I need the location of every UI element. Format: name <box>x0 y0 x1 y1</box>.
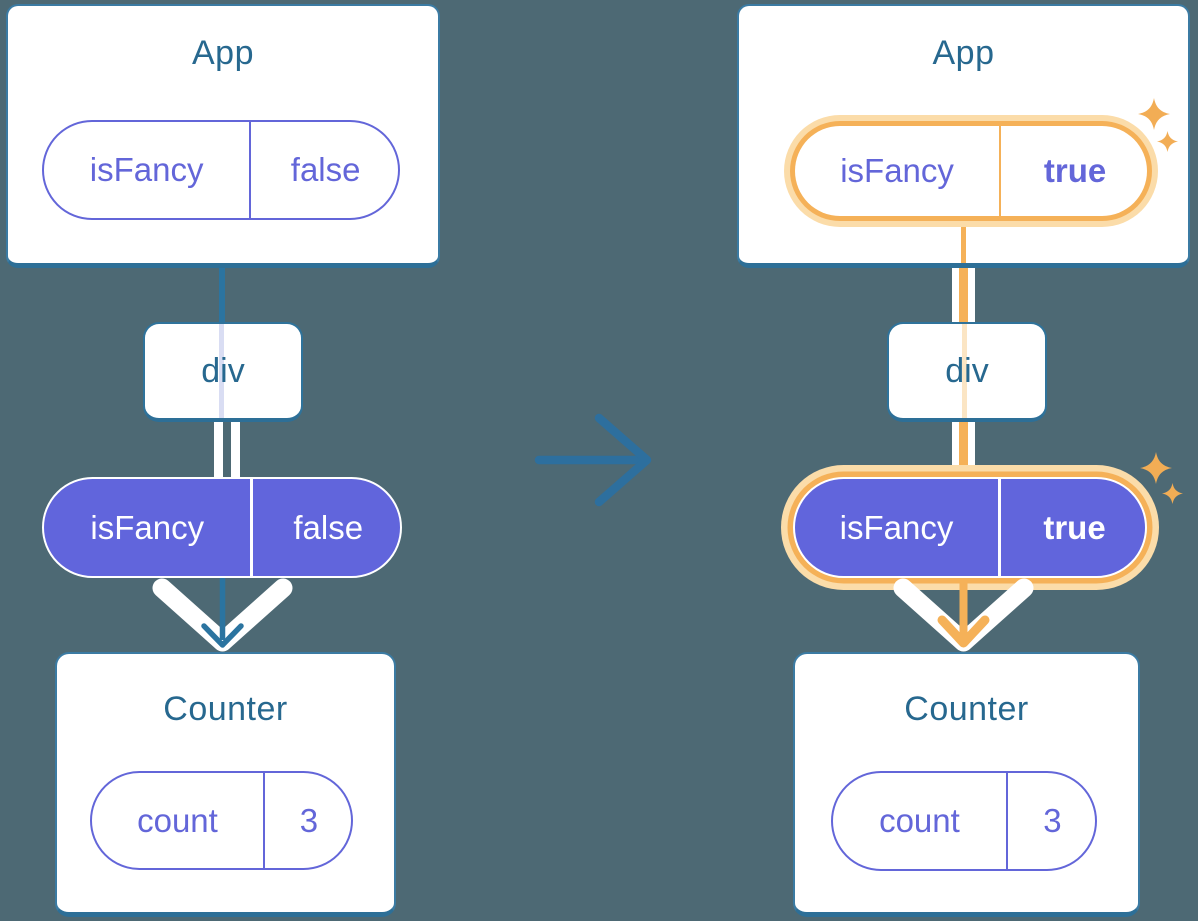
app-card: App isFancy true <box>737 4 1190 268</box>
app-card: App isFancy false <box>6 4 440 268</box>
state-name: count <box>137 801 218 839</box>
app-prop-pill: isFancy false <box>42 120 400 220</box>
prop-value: false <box>250 479 403 576</box>
counter-title: Counter <box>163 690 288 728</box>
prop-pass-through-line <box>219 324 224 418</box>
counter-state-pill: count 3 <box>831 771 1097 871</box>
connector-prop-to-card-edge <box>961 227 966 263</box>
connector-div-to-prop <box>952 421 975 478</box>
transition-right-arrow-icon <box>534 413 652 507</box>
passed-prop-pill: isFancy false <box>42 477 402 578</box>
state-value: 3 <box>262 773 353 868</box>
app-prop-pill-highlighted: isFancy true <box>795 126 1147 216</box>
down-arrow-icon <box>893 578 1034 652</box>
div-node: div <box>143 322 303 422</box>
sparkle-icon <box>1140 452 1172 484</box>
prop-value: false <box>249 122 400 218</box>
counter-card: Counter count 3 <box>793 652 1140 917</box>
prop-value: true <box>998 479 1148 576</box>
prop-name: isFancy <box>89 151 204 188</box>
prop-pass-through-line <box>962 324 967 418</box>
prop-value: true <box>999 126 1149 216</box>
prop-name: isFancy <box>839 508 954 546</box>
state-value: 3 <box>1005 773 1097 869</box>
div-label: div <box>201 351 245 390</box>
prop-name: isFancy <box>90 508 205 546</box>
passed-prop-pill-highlighted: isFancy true <box>793 477 1147 578</box>
down-arrow-icon <box>152 578 293 652</box>
state-name: count <box>879 802 960 839</box>
sparkle-icon <box>1162 483 1183 504</box>
div-label: div <box>945 351 989 390</box>
sparkle-icon <box>1138 98 1170 130</box>
prop-name: isFancy <box>840 152 954 189</box>
div-node: div <box>887 322 1047 422</box>
counter-state-pill: count 3 <box>90 771 353 870</box>
app-title: App <box>932 34 995 72</box>
counter-title: Counter <box>904 690 1029 728</box>
sparkle-icon <box>1157 131 1178 152</box>
connector-app-to-div <box>219 268 225 323</box>
connector-div-to-prop <box>214 421 240 478</box>
counter-card: Counter count 3 <box>55 652 396 917</box>
app-title: App <box>192 34 254 72</box>
connector-app-to-div <box>952 268 975 323</box>
